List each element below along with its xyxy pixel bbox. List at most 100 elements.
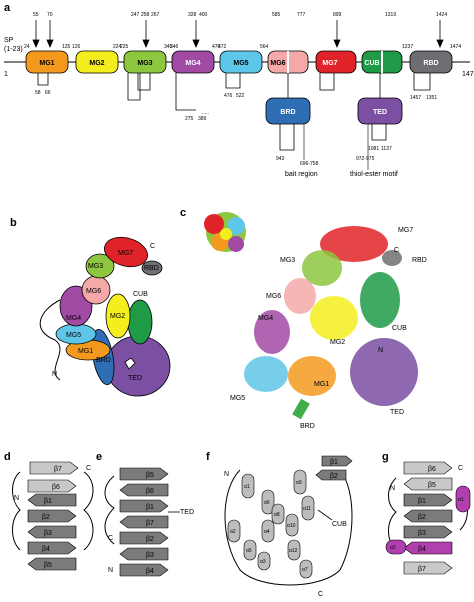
domain-mg6: MG6 xyxy=(267,50,309,74)
svg-text:β4: β4 xyxy=(418,546,426,553)
svg-text:345: 345 xyxy=(164,44,173,50)
svg-text:MG3: MG3 xyxy=(137,60,152,67)
mg4-ribbon xyxy=(254,310,290,354)
panel-b: b MG7 C RBD MG3 MG6 MG4 MG2 CUB MG5 MG1 … xyxy=(10,217,171,397)
panel-d: d β7 β6 β1 β2 β3 β4 β5 N C xyxy=(4,451,94,571)
panel-c: c MG7 C RBD MG3 MG6 MG4 CUB MG xyxy=(180,207,427,430)
panel-c-labels: MG7 C RBD MG3 MG6 MG4 CUB MG2 MG5 MG1 N … xyxy=(230,227,427,430)
svg-text:β4: β4 xyxy=(42,546,50,553)
panel-e-ted-label: TED xyxy=(180,509,194,516)
end-residue: 1474 xyxy=(462,71,474,78)
svg-text:BRD: BRD xyxy=(280,109,295,116)
svg-text:MG2: MG2 xyxy=(110,313,125,320)
svg-text:β1: β1 xyxy=(330,459,338,466)
domain-mg5: MG5 xyxy=(219,50,263,74)
svg-text:943: 943 xyxy=(276,156,285,162)
cub-ellipse xyxy=(127,299,153,345)
svg-text:247: 247 xyxy=(131,12,140,18)
panel-d-n-terminus: N xyxy=(14,495,19,502)
svg-text:β7: β7 xyxy=(54,466,62,473)
bait-range-label: 696-758 xyxy=(300,161,319,167)
panel-f-loop xyxy=(224,469,353,586)
mg2-ellipse xyxy=(105,293,131,339)
panel-f-helix-labels: α1 α2 α3 α4 α5 α6 α7 α8 α9 α10 α11 α12 xyxy=(230,480,311,573)
svg-text:70: 70 xyxy=(47,12,53,18)
bait-region-label: bait region xyxy=(285,171,318,178)
svg-text:MG7: MG7 xyxy=(322,60,337,67)
domain-cub: CUB xyxy=(361,50,403,74)
svg-text:MG2: MG2 xyxy=(89,60,104,67)
svg-text:CUB: CUB xyxy=(364,60,379,67)
svg-text:389: 389 xyxy=(198,116,207,122)
svg-text:267: 267 xyxy=(151,12,160,18)
svg-text:α7: α7 xyxy=(302,567,308,573)
svg-text:899: 899 xyxy=(333,12,342,18)
svg-text:β7: β7 xyxy=(146,520,154,527)
panel-f-n-terminus: N xyxy=(224,471,229,478)
svg-text:126: 126 xyxy=(72,44,81,50)
domain-brd: BRD xyxy=(265,97,311,125)
svg-text:1474: 1474 xyxy=(450,44,461,50)
panel-f-c-terminus: C xyxy=(318,591,323,598)
mg7-ribbon xyxy=(320,226,388,262)
svg-text:MG4: MG4 xyxy=(66,315,81,322)
disulfide-bonds xyxy=(37,73,431,151)
svg-text:522: 522 xyxy=(236,93,245,99)
svg-text:BRD: BRD xyxy=(96,357,111,364)
svg-text:BRD: BRD xyxy=(300,423,315,430)
svg-text:777: 777 xyxy=(297,12,306,18)
svg-text:α6: α6 xyxy=(264,500,270,506)
svg-text:α2: α2 xyxy=(230,529,236,535)
svg-text:MG6: MG6 xyxy=(270,60,285,67)
svg-text:476: 476 xyxy=(224,93,233,99)
panel-g: g β6 β5 β1 β2 β3 β4 β7 α1 α2 N C xyxy=(382,451,471,575)
svg-text:N: N xyxy=(52,371,57,378)
panel-g-n-terminus: N xyxy=(390,485,395,492)
svg-text:β5: β5 xyxy=(44,562,52,569)
panel-letter-c: c xyxy=(180,207,186,219)
panel-e-n-terminus: N xyxy=(108,567,113,574)
svg-text:α12: α12 xyxy=(289,548,298,554)
svg-text:MG1: MG1 xyxy=(78,348,93,355)
svg-text:470: 470 xyxy=(212,44,221,50)
panel-e-strands: β5 β6 β1 β7 β2 β3 β4 xyxy=(119,467,169,577)
svg-text:RBD: RBD xyxy=(412,257,427,264)
svg-text:β5: β5 xyxy=(146,472,154,479)
mg7-ellipse xyxy=(104,236,148,268)
panel-f-cub-label: CUB xyxy=(332,521,347,528)
svg-text:258: 258 xyxy=(141,12,150,18)
panel-letter-d: d xyxy=(4,451,11,463)
svg-text:66: 66 xyxy=(45,90,51,96)
signal-peptide-label: SP xyxy=(4,37,14,44)
svg-text:CUB: CUB xyxy=(392,325,407,332)
svg-text:β7: β7 xyxy=(418,566,426,573)
svg-text:MG1: MG1 xyxy=(314,381,329,388)
svg-text:α4: α4 xyxy=(264,529,270,535)
svg-text:585: 585 xyxy=(272,12,281,18)
domain-rbd: RBD xyxy=(409,50,453,74)
svg-text:55: 55 xyxy=(33,12,39,18)
svg-text:β2: β2 xyxy=(330,473,338,480)
rbd-ellipse xyxy=(141,260,163,276)
svg-text:β2: β2 xyxy=(146,536,154,543)
svg-text:1319: 1319 xyxy=(385,12,396,18)
panel-g-strands: β6 β5 β1 β2 β3 β4 β7 xyxy=(403,461,453,575)
svg-text:MG3: MG3 xyxy=(88,263,103,270)
svg-text:58: 58 xyxy=(35,90,41,96)
brd-ribbon xyxy=(292,398,310,420)
svg-text:MG5: MG5 xyxy=(66,332,81,339)
panel-letter-e: e xyxy=(96,451,102,463)
panel-g-c-terminus: C xyxy=(458,465,463,472)
svg-text:α10: α10 xyxy=(287,523,296,529)
start-residue: 1 xyxy=(4,71,8,78)
svg-text:328: 328 xyxy=(188,12,197,18)
domain-mg1: MG1 xyxy=(25,50,69,74)
svg-text:224: 224 xyxy=(113,44,122,50)
cub-ribbon xyxy=(360,272,400,328)
panel-a: a SP (1-23) 1 1474 MG1 MG2 MG3 MG4 MG5 xyxy=(4,2,474,178)
thioester-star xyxy=(124,357,136,370)
svg-text:RBD: RBD xyxy=(144,265,159,272)
panel-d-strands: β7 β6 β1 β2 β3 β4 β5 xyxy=(27,461,79,571)
svg-text:α11: α11 xyxy=(303,506,311,512)
